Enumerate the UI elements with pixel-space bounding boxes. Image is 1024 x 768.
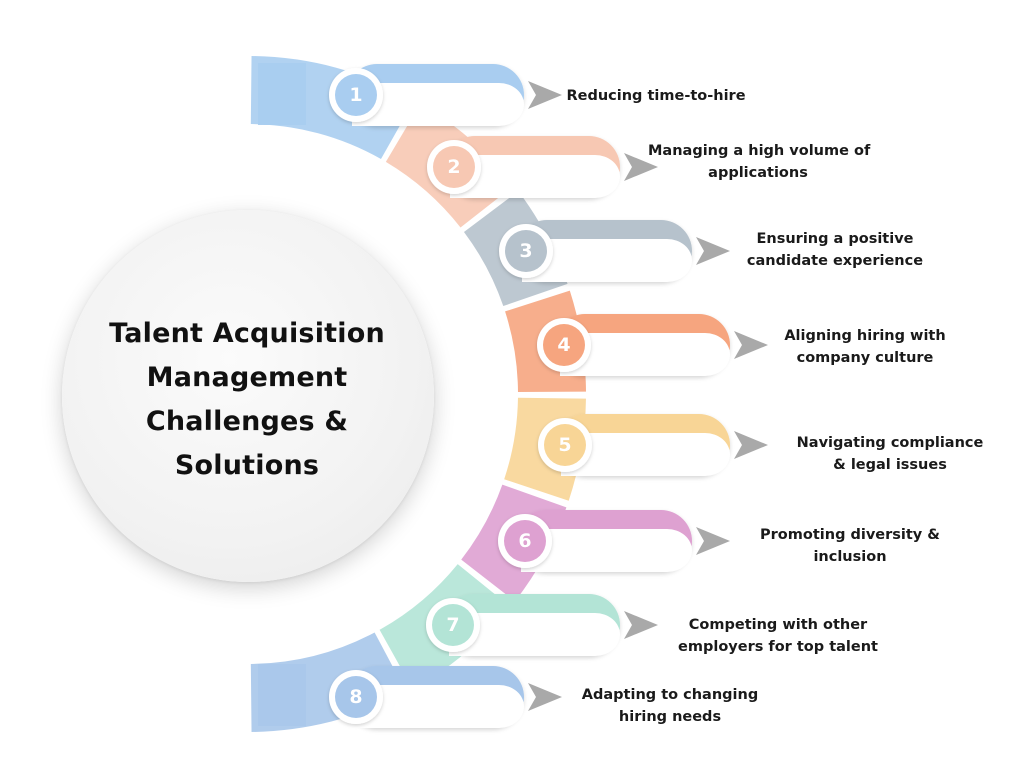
- step-number-5: 5: [558, 434, 572, 456]
- step-label-5: Navigating compliance & legal issues: [796, 435, 984, 473]
- step-circle-5: [544, 424, 586, 466]
- step-number-7: 7: [446, 614, 460, 636]
- step-circle-3: [505, 230, 547, 272]
- step-circle-1: [335, 74, 377, 116]
- step-label-8: Adapting to changing hiring needs: [581, 687, 759, 725]
- step-circle-6: [504, 520, 546, 562]
- step-number-2: 2: [447, 156, 461, 178]
- step-pill-5: [538, 414, 730, 476]
- step-arrow-icon-5: [734, 431, 768, 459]
- step-label-7: Competing with other employers for top t…: [678, 617, 878, 655]
- step-number-6: 6: [518, 530, 532, 552]
- step-label-2: Managing a high volume of applications: [648, 143, 871, 181]
- step-circle-7: [432, 604, 474, 646]
- step-label-6: Promoting diversity & inclusion: [760, 527, 940, 565]
- step-number-4: 4: [557, 334, 571, 356]
- step-pill-6: [498, 510, 692, 572]
- step-pill-1: [329, 64, 524, 126]
- step-pill-3: [499, 220, 692, 282]
- step-number-3: 3: [519, 240, 533, 262]
- step-arrow-icon-1: [528, 81, 562, 109]
- title-line-3: Challenges &: [145, 406, 349, 437]
- step-arrow-icon-2: [624, 153, 658, 181]
- step-arrow-icon-6: [696, 527, 730, 555]
- step-label-4: Aligning hiring with company culture: [784, 328, 946, 366]
- step-arrow-icon-3: [696, 237, 730, 265]
- step-pill-2: [427, 136, 620, 198]
- step-label-1: Reducing time-to-hire: [566, 88, 746, 104]
- step-label-3: Ensuring a positive candidate experience: [746, 231, 924, 269]
- step-pills: [329, 64, 768, 728]
- step-arrow-icon-7: [624, 611, 658, 639]
- diagram-title: Talent Acquisition Management Challenges…: [80, 312, 414, 488]
- step-number-1: 1: [349, 84, 363, 106]
- step-number-8: 8: [349, 686, 363, 708]
- title-line-1: Talent Acquisition: [109, 318, 385, 349]
- center-circle: [62, 210, 434, 582]
- step-circle-4: [543, 324, 585, 366]
- step-pill-4: [537, 314, 730, 376]
- title-line-4: Solutions: [174, 450, 320, 481]
- step-circle-2: [433, 146, 475, 188]
- step-pill-8: [329, 666, 524, 728]
- title-line-2: Management: [146, 362, 348, 393]
- step-arrow-icon-4: [734, 331, 768, 359]
- step-pill-7: [426, 594, 620, 656]
- step-arrow-icon-8: [528, 683, 562, 711]
- step-circle-8: [335, 676, 377, 718]
